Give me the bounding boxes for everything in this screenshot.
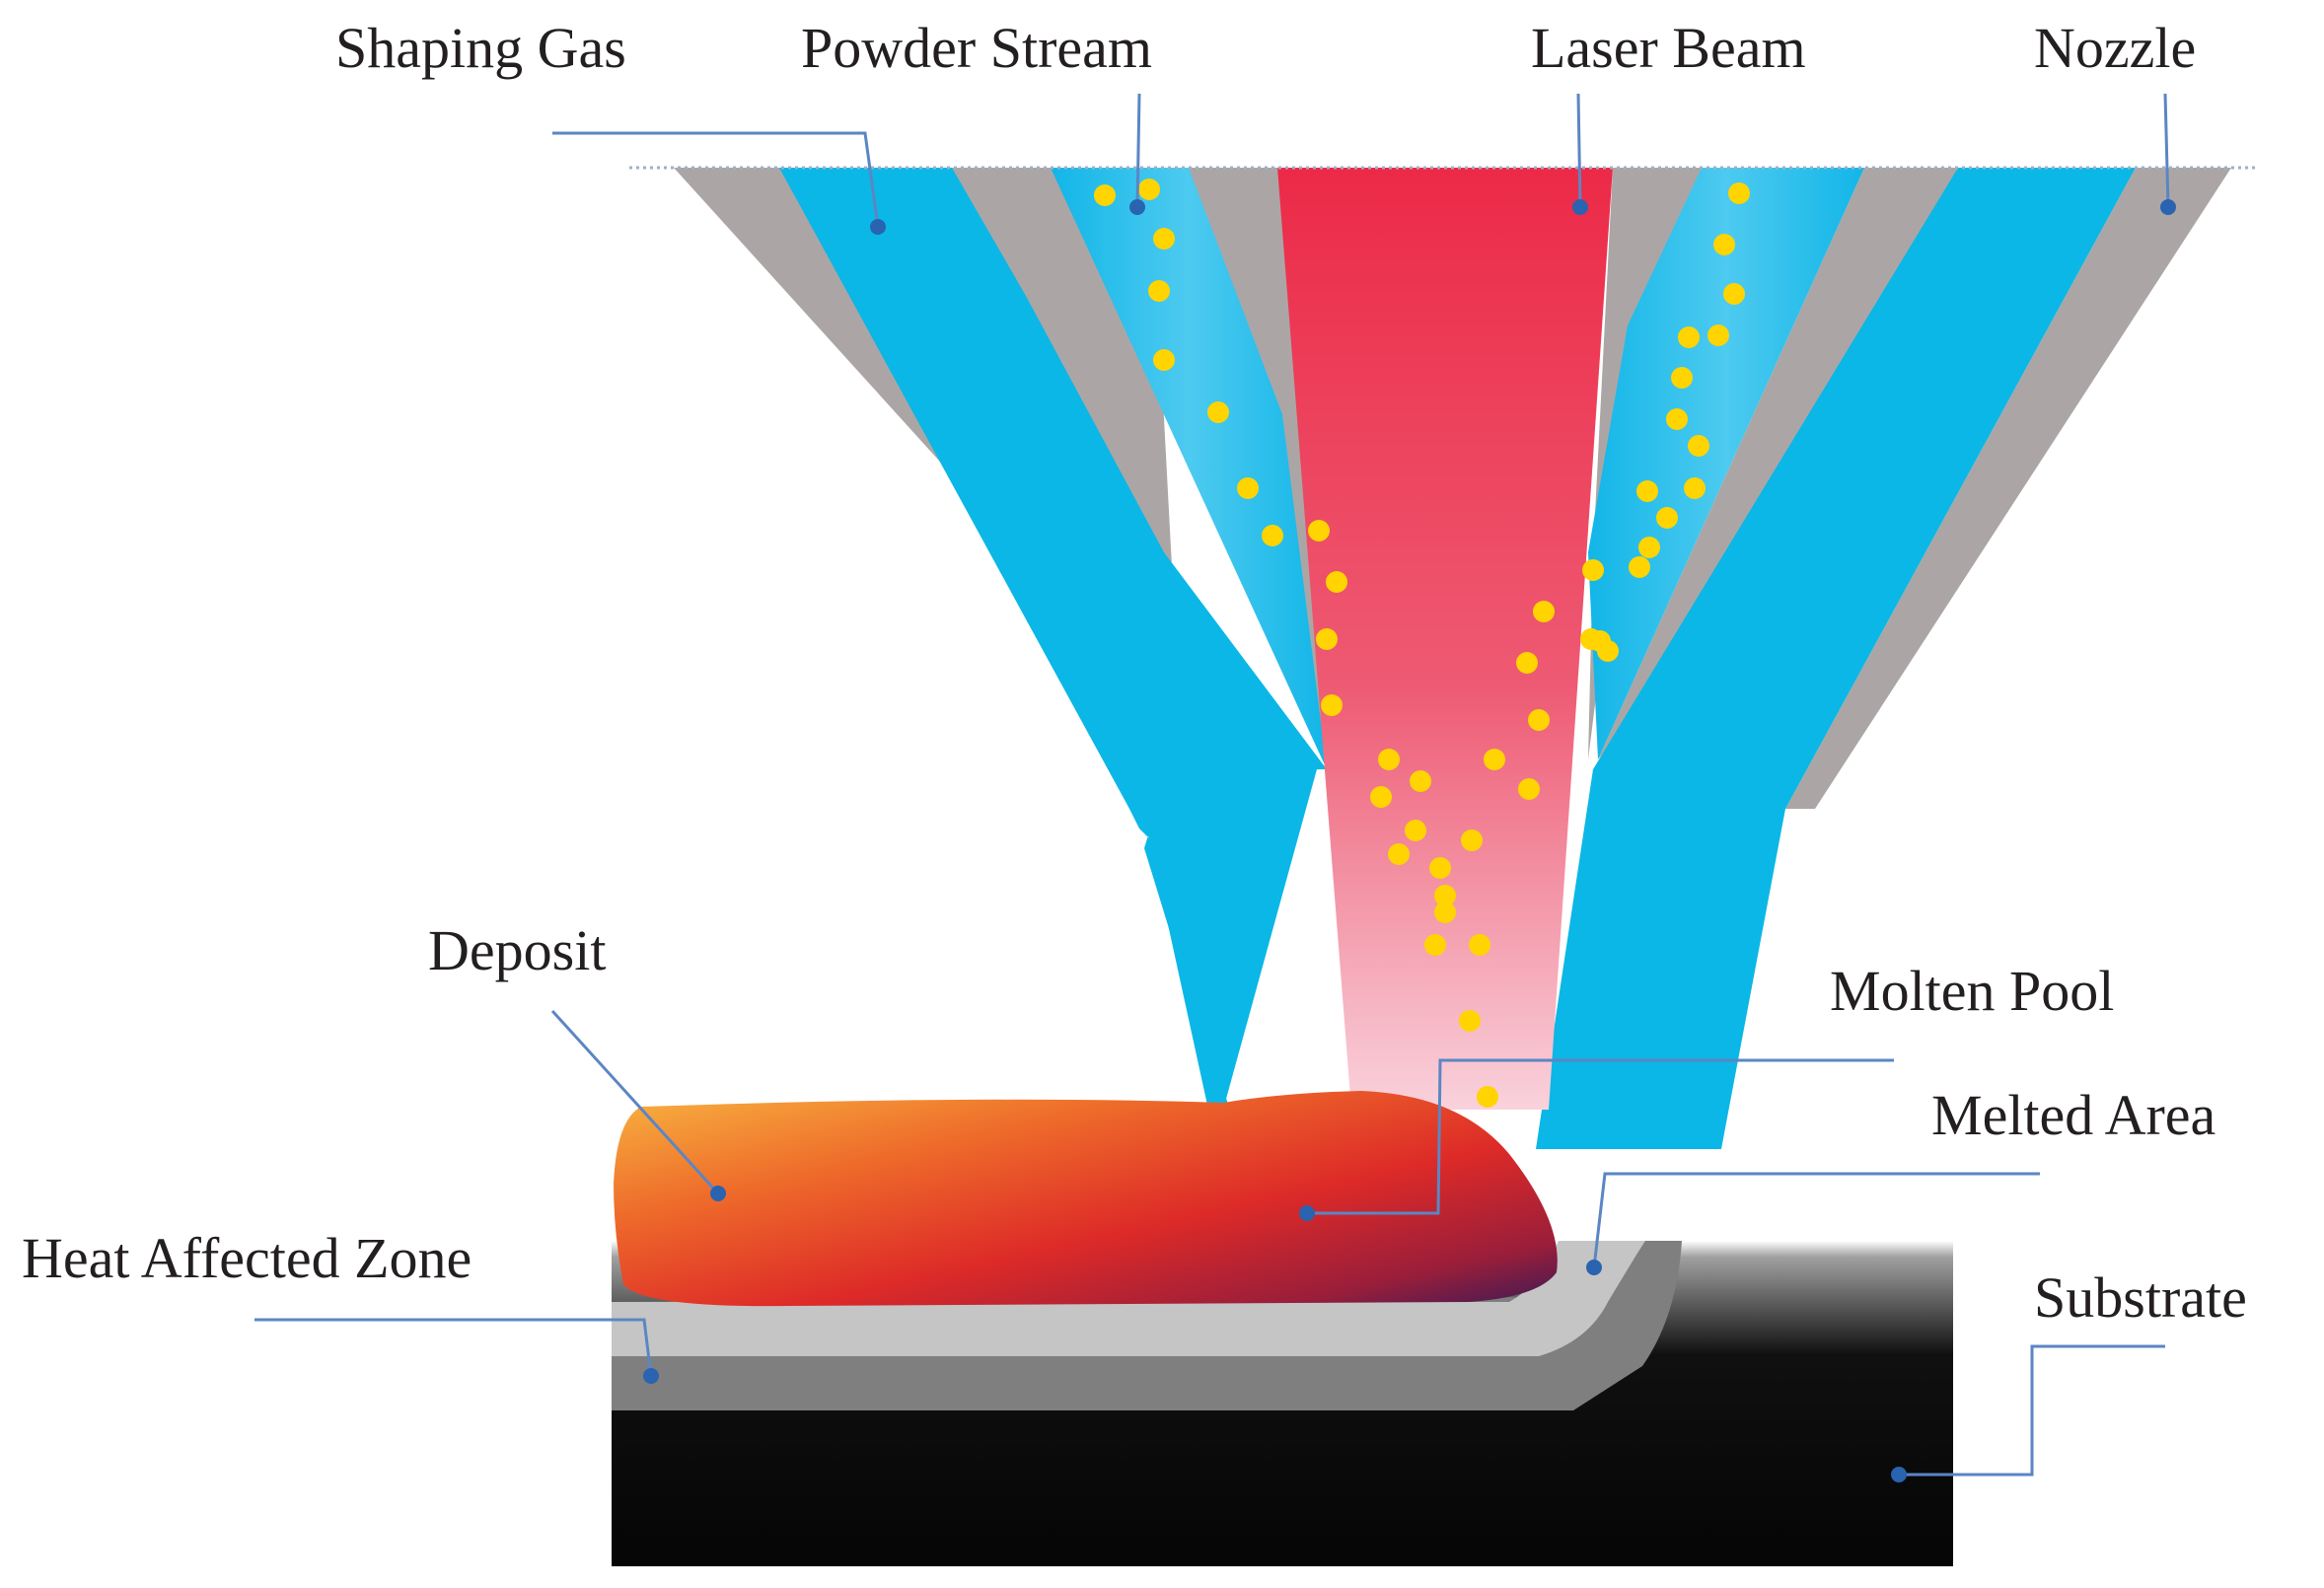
powder-particle (1684, 477, 1706, 499)
powder-particle (1516, 652, 1538, 674)
powder-particle (1582, 559, 1604, 581)
powder-particle (1429, 857, 1451, 879)
powder-stream (1051, 168, 1864, 769)
powder-particle (1262, 525, 1283, 546)
powder-particle (1321, 694, 1343, 716)
powder-particle (1638, 537, 1660, 558)
leader-dot-heat-affected-zone (643, 1368, 659, 1384)
powder-particle (1388, 843, 1410, 865)
powder-particle (1484, 749, 1505, 770)
shaping-gas-right-body (1536, 168, 2136, 1149)
leader-dot-shaping-gas (870, 219, 886, 235)
powder-particle (1316, 628, 1338, 650)
leader-nozzle (2163, 93, 2170, 208)
label-deposit: Deposit (428, 918, 606, 982)
shaping-gas-left-body (779, 168, 1327, 1110)
labels: Shaping Gas Powder Stream Laser Beam Noz… (22, 16, 2247, 1330)
powder-particle (1713, 234, 1735, 255)
powder-particle (1469, 934, 1490, 956)
leader-heat-affected-zone (254, 1318, 653, 1377)
label-nozzle: Nozzle (2034, 16, 2196, 80)
nozzle-wall-center-right (1588, 168, 1702, 759)
powder-particle (1597, 640, 1619, 662)
powder-particle (1533, 601, 1555, 622)
powder-particle (1629, 556, 1650, 578)
powder-stream-right (1588, 168, 1864, 759)
label-shaping-gas: Shaping Gas (335, 16, 626, 80)
powder-particle (1671, 367, 1693, 389)
melted-area (612, 1241, 1645, 1356)
powder-particle (1207, 401, 1229, 423)
powder-particle (1148, 280, 1170, 302)
label-melted-area: Melted Area (1931, 1083, 2215, 1147)
leader-dot-laser-beam (1572, 199, 1588, 215)
leader-dot-deposit (710, 1186, 726, 1201)
powder-particle (1370, 786, 1392, 808)
leader-dot-substrate (1891, 1467, 1907, 1482)
powder-particle (1424, 934, 1446, 956)
nozzle-wall-right-inner (1598, 168, 1958, 759)
leader-laser-beam (1576, 93, 1582, 208)
powder-particle (1580, 628, 1602, 650)
powder-particles (1094, 179, 1750, 1108)
powder-particle (1138, 179, 1160, 200)
leader-shaping-gas (552, 131, 880, 228)
powder-particle (1434, 885, 1456, 906)
powder-particle (1378, 749, 1400, 770)
powder-particle (1461, 830, 1483, 851)
powder-particle (1153, 228, 1175, 250)
workpiece (612, 1091, 1953, 1566)
leader-dot-melted-area (1586, 1260, 1602, 1275)
powder-particle (1728, 182, 1750, 204)
leader-dot-molten-pool (1299, 1205, 1315, 1221)
shaping-gas (779, 168, 2136, 1149)
label-powder-stream: Powder Stream (801, 16, 1152, 80)
powder-particle (1656, 507, 1678, 529)
leader-melted-area (1592, 1172, 2040, 1268)
powder-particle (1723, 283, 1745, 305)
powder-particle (1434, 902, 1456, 923)
powder-particle (1326, 571, 1347, 593)
powder-particle (1518, 778, 1540, 800)
powder-particle (1237, 477, 1259, 499)
powder-particle (1410, 770, 1431, 792)
label-substrate: Substrate (2034, 1265, 2247, 1330)
label-laser-beam: Laser Beam (1531, 16, 1806, 80)
label-heat-affected-zone: Heat Affected Zone (22, 1226, 472, 1290)
leader-deposit (550, 1009, 720, 1195)
leader-molten-pool (1307, 1058, 1894, 1215)
powder-particle (1308, 520, 1330, 541)
leader-lines (254, 93, 2176, 1482)
powder-particle (1094, 184, 1116, 206)
powder-particle (1678, 326, 1700, 348)
leader-powder-stream (1135, 93, 1141, 208)
leader-dot-nozzle (2160, 199, 2176, 215)
powder-particle (1459, 1010, 1481, 1032)
leader-substrate (1899, 1344, 2165, 1477)
powder-particle (1405, 820, 1426, 841)
deposit (614, 1091, 1558, 1307)
powder-stream-left (1051, 168, 1327, 769)
powder-particle (1688, 435, 1709, 457)
powder-particle (1636, 480, 1658, 502)
label-molten-pool: Molten Pool (1830, 959, 2114, 1023)
laser-beam (1277, 168, 1613, 1110)
powder-particle (1707, 325, 1729, 346)
nozzle-wall-right-outer (1785, 168, 2231, 809)
leader-dot-powder-stream (1129, 199, 1145, 215)
powder-particle (1528, 709, 1550, 731)
powder-particle (1666, 408, 1688, 430)
powder-particle (1477, 1086, 1498, 1108)
powder-particle (1153, 349, 1175, 371)
